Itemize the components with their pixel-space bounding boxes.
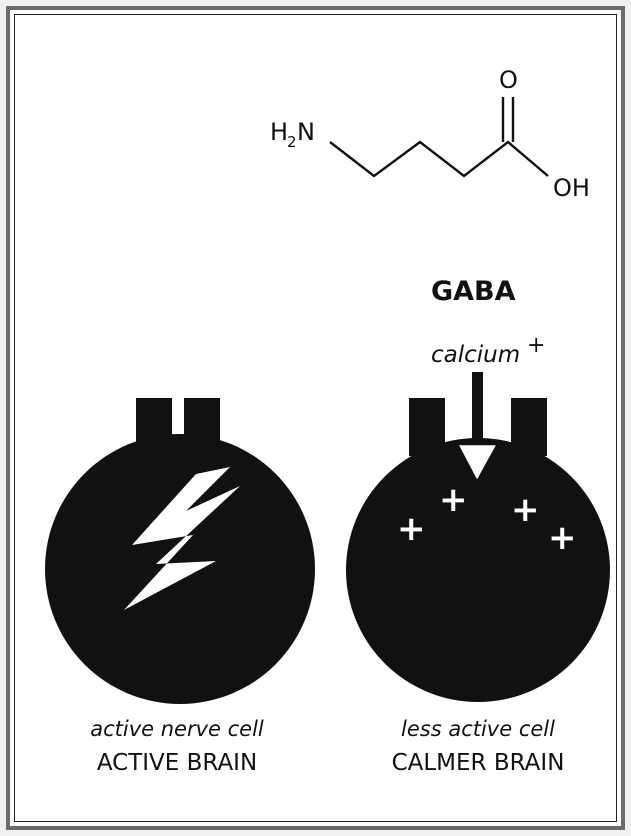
- amine-subscript: 2: [287, 133, 297, 151]
- right-caption-line2: CALMER BRAIN: [392, 750, 565, 776]
- lightning-bolt-icon: [124, 467, 240, 610]
- left-caption-line2: ACTIVE BRAIN: [97, 750, 257, 776]
- calcium-arrow-head: [454, 442, 501, 485]
- less-active-cell: + + + +: [346, 372, 610, 702]
- gaba-molecule: H 2 N O OH: [270, 66, 590, 202]
- amine-n: N: [297, 118, 315, 146]
- left-caption-line1: active nerve cell: [90, 717, 264, 741]
- active-nerve-cell: [45, 398, 315, 704]
- amine-h: H: [270, 118, 288, 146]
- calcium-ion-plus-3: +: [511, 490, 540, 530]
- right-caption-line1: less active cell: [401, 717, 555, 741]
- gaba-title: GABA: [431, 276, 516, 307]
- calcium-ion-plus-2: +: [439, 480, 468, 520]
- carbonyl-oxygen: O: [499, 66, 518, 94]
- calcium-charge: +: [527, 333, 545, 358]
- hydroxyl-group: OH: [553, 174, 590, 202]
- calcium-label: calcium: [431, 342, 520, 368]
- calcium-ion-plus-4: +: [548, 518, 577, 558]
- calcium-arrow-shaft: [472, 372, 483, 446]
- carbon-chain-bonds: [329, 140, 549, 178]
- calcium-ion-plus-1: +: [397, 509, 426, 549]
- right-cell-body: [346, 438, 610, 702]
